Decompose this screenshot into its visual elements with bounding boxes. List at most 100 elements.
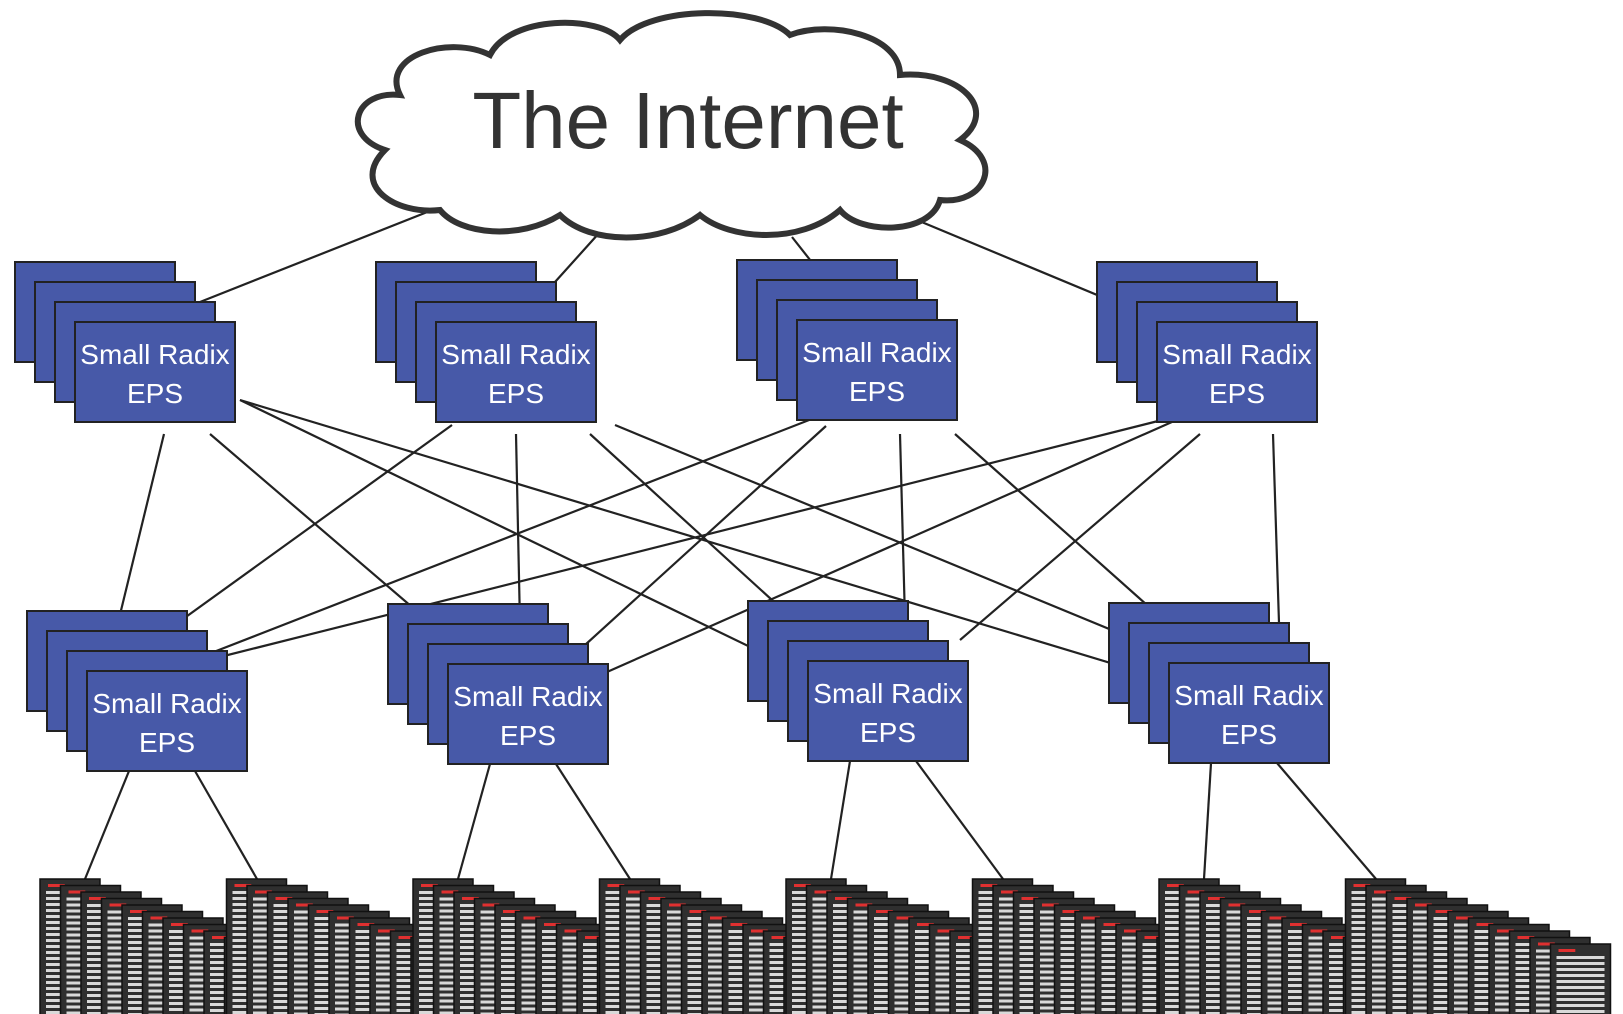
server-led: [771, 936, 789, 939]
mesh-link-9: [187, 413, 823, 664]
server-led: [1558, 949, 1576, 952]
server-led: [1228, 903, 1246, 907]
switch-label-line2: EPS: [1209, 378, 1265, 409]
mesh-link-11: [898, 433, 907, 621]
server-led: [669, 903, 686, 907]
server-led: [1021, 897, 1039, 900]
switch-front-box: [1168, 662, 1330, 764]
server-led: [917, 923, 934, 926]
server-led: [814, 890, 832, 894]
server-led: [1290, 923, 1307, 926]
server-led: [1062, 910, 1080, 913]
server-racks: [39, 878, 1612, 1014]
server-led: [255, 890, 272, 894]
switch-front-box: [807, 660, 969, 762]
server-led: [378, 929, 395, 933]
server-led: [1331, 936, 1348, 939]
server-led: [1517, 936, 1535, 939]
server-led: [1249, 910, 1266, 913]
server-led: [1269, 916, 1287, 920]
switch-label-line2: EPS: [488, 378, 544, 409]
server-led: [337, 916, 354, 920]
rack-link-7: [1202, 762, 1213, 880]
server-led: [1538, 942, 1555, 946]
server-led: [607, 884, 625, 887]
rack-link-5: [829, 760, 852, 880]
server-led: [544, 923, 561, 926]
server-led: [234, 884, 252, 887]
cloud-link-1: [199, 203, 446, 304]
server-led: [1103, 923, 1121, 926]
server-led: [855, 903, 873, 907]
server-led: [1144, 936, 1162, 939]
server-led: [628, 890, 645, 894]
server-led: [1374, 890, 1391, 894]
server-led: [1353, 884, 1371, 887]
server-led: [1083, 916, 1100, 920]
mesh-link-16: [1271, 433, 1281, 624]
server-led: [1124, 929, 1141, 933]
server-led: [1394, 897, 1412, 900]
server-slot: [1556, 968, 1605, 971]
connection-lines: [83, 203, 1377, 880]
switch-label-line1: Small Radix: [80, 339, 229, 370]
server-led: [1167, 884, 1184, 887]
server-led: [275, 897, 293, 900]
switch-label-line1: Small Radix: [441, 339, 590, 370]
server-led: [150, 916, 168, 920]
server-led: [689, 910, 707, 913]
switch-front-box: [74, 321, 236, 423]
server-led: [1497, 929, 1514, 933]
cloud-icon: [354, 10, 989, 241]
switch-label-line1: Small Radix: [802, 337, 951, 368]
switch-label-line1: Small Radix: [453, 681, 602, 712]
server-slot: [1556, 974, 1605, 977]
internet-cloud: The Internet: [354, 10, 989, 241]
server-led: [980, 884, 998, 887]
server-led: [958, 936, 975, 939]
mesh-link-12: [954, 433, 1167, 623]
switch-label-line2: EPS: [139, 727, 195, 758]
switch-label-line2: EPS: [860, 717, 916, 748]
server-slot: [1556, 962, 1605, 965]
mesh-link-3: [239, 399, 776, 660]
server-led: [1476, 923, 1494, 926]
mesh-link-6: [514, 433, 522, 626]
rack-link-3: [456, 763, 492, 880]
server-led: [462, 897, 479, 900]
server-rack-icon: [1549, 943, 1612, 1014]
mesh-link-7: [589, 433, 796, 622]
rack-link-8: [1276, 762, 1377, 880]
server-led: [794, 884, 811, 887]
server-led: [316, 910, 334, 913]
server-led: [585, 936, 602, 939]
server-led: [896, 916, 914, 920]
mesh-link-1: [114, 433, 166, 632]
rack-link-2: [194, 770, 258, 880]
server-led: [89, 897, 106, 900]
server-slot: [1556, 956, 1605, 959]
switch-label-line2: EPS: [849, 376, 905, 407]
server-led: [482, 903, 500, 907]
server-led: [710, 916, 727, 920]
server-led: [1415, 903, 1432, 907]
switch-front-box: [1156, 321, 1318, 423]
switch-front-box: [86, 670, 248, 772]
switch-label-line2: EPS: [500, 720, 556, 751]
server-led: [1456, 916, 1473, 920]
switch-front-box: [447, 663, 609, 765]
switch-label-line1: Small Radix: [92, 688, 241, 719]
rack-link-4: [555, 763, 631, 880]
server-led: [835, 897, 852, 900]
server-slot: [1556, 980, 1605, 983]
server-slot: [1556, 1010, 1605, 1013]
switch-label-line2: EPS: [1221, 719, 1277, 750]
server-led: [503, 910, 520, 913]
